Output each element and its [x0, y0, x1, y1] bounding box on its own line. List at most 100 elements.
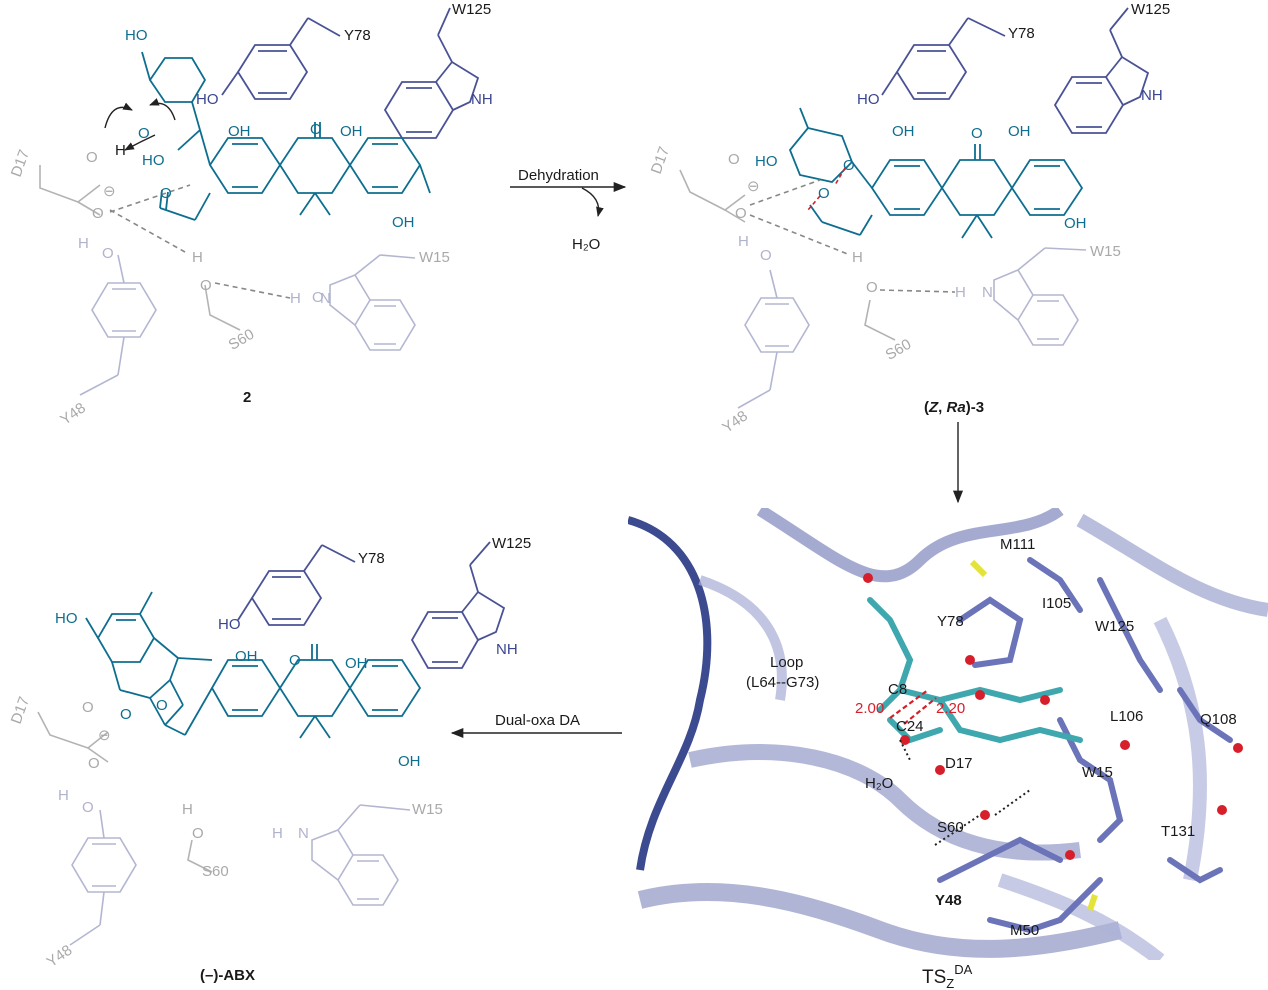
residue-label: Y48 — [44, 942, 76, 971]
anthrone-core — [788, 107, 1084, 239]
byproduct-arrow — [581, 187, 604, 217]
atom-label: OH — [345, 655, 368, 672]
residue-label: D17 — [648, 144, 673, 176]
abx-core — [85, 591, 422, 739]
atom-label: H — [58, 787, 69, 804]
atom-label: O — [200, 277, 212, 294]
atom-label: HO — [196, 91, 219, 108]
residue-d17-s60-structure — [679, 169, 896, 341]
atom-label: HO — [218, 616, 241, 633]
atom-label: H — [78, 235, 89, 252]
atom-label: OH — [340, 123, 363, 140]
atom-label: HO — [142, 152, 165, 169]
atom-label: O — [102, 245, 114, 262]
charge-label: ⊖ — [747, 178, 760, 195]
residue-w15-structure — [311, 804, 411, 906]
residue-w15-structure — [993, 247, 1087, 346]
residue-label: Y78 — [358, 550, 385, 567]
atom-label: O — [120, 706, 132, 723]
atom-label: H — [192, 249, 203, 266]
atom-label: O — [88, 755, 100, 772]
atom-label: OH — [1008, 123, 1031, 140]
hydrogen-bonds — [749, 179, 956, 293]
atom-label: O — [843, 157, 855, 174]
residue-label: Y48 — [935, 892, 962, 909]
atom-label: N — [982, 284, 993, 301]
atom-label: OH — [892, 123, 915, 140]
residue-label: S60 — [202, 863, 229, 880]
atom-label: O — [866, 279, 878, 296]
residue-w125-structure — [410, 541, 506, 669]
residue-y78-structure — [881, 17, 1006, 100]
residue-label: S60 — [937, 819, 964, 836]
atom-label: O — [160, 185, 172, 202]
atom-label: O — [289, 652, 301, 669]
residue-label: Q108 — [1200, 711, 1237, 728]
atom-label: O — [312, 289, 324, 306]
atom-label: O — [760, 247, 772, 264]
residue-label: Y48 — [57, 399, 89, 428]
residue-y48-structure — [79, 254, 157, 396]
residue-label: W125 — [1131, 1, 1170, 18]
atom-label: OH — [398, 753, 421, 770]
abx-label: (–)-ABX — [200, 967, 255, 984]
residue-label: Y78 — [937, 613, 964, 630]
loop-range-label: (L64--G73) — [746, 674, 819, 691]
atom-label: HO — [55, 610, 78, 627]
atom-label-c24: C24 — [896, 718, 924, 735]
atom-label: H — [955, 284, 966, 301]
residue-label: W15 — [412, 801, 443, 818]
ts-label: TSZDA — [922, 962, 973, 990]
atom-label: O — [728, 151, 740, 168]
charge-label: ⊖ — [103, 183, 116, 200]
atom-label: H — [182, 801, 193, 818]
dehydration-arrow-group: Dehydration H₂O — [510, 167, 627, 253]
atom-label: O — [310, 121, 322, 138]
atom-label: O — [86, 149, 98, 166]
residue-label: D17 — [8, 147, 33, 179]
atom-label: O — [192, 825, 204, 842]
distance-label: 2.00 — [855, 700, 884, 717]
curly-arrows — [104, 98, 176, 151]
distance-label: 2.20 — [936, 700, 965, 717]
residue-label: W15 — [1082, 764, 1113, 781]
residue-y48-structure — [737, 269, 810, 409]
atom-label: O — [818, 185, 830, 202]
residue-d17-s60-structure — [37, 711, 213, 873]
atom-label: O — [735, 205, 747, 222]
atom-label: N — [320, 290, 331, 307]
charge-label: ⊖ — [98, 727, 111, 744]
residue-label: M111 — [1000, 536, 1035, 553]
compound-2-label: 2 — [243, 389, 251, 406]
residue-label: I105 — [1042, 595, 1071, 612]
residue-label: Y48 — [719, 407, 751, 436]
compound-3-label: (Z, Ra)-3 — [924, 399, 984, 416]
anthrone-core — [141, 51, 431, 221]
abx-product-panel: HO HO OH O OH OH O O O O H O H O H N NH … — [8, 535, 531, 984]
residue-label: W125 — [1095, 618, 1134, 635]
atom-label: N — [298, 825, 309, 842]
atom-label-c8: C8 — [888, 681, 907, 698]
atom-label: HO — [857, 91, 880, 108]
atom-label: OH — [392, 214, 415, 231]
atom-label: OH — [1064, 215, 1087, 232]
atom-label: O — [92, 205, 104, 222]
dual-oxa-label: Dual-oxa DA — [495, 712, 580, 729]
atom-label: O — [156, 697, 168, 714]
atom-label: NH — [1141, 87, 1163, 104]
residue-label: S60 — [883, 336, 915, 364]
compound-2-panel: HO HO OH O OH OH O H O O HO O O H O H O … — [8, 1, 493, 429]
atom-label: HO — [125, 27, 148, 44]
hydrogen-bonds — [109, 184, 291, 299]
atom-label: O — [971, 125, 983, 142]
residue-y48-structure — [69, 809, 137, 946]
atom-label: HO — [755, 153, 778, 170]
atom-label: H — [272, 825, 283, 842]
dual-oxa-arrow-group: Dual-oxa DA — [450, 712, 622, 739]
residue-w15-structure — [329, 254, 416, 351]
residue-label: S60 — [226, 326, 258, 354]
atom-label: H — [290, 290, 301, 307]
residue-w125-structure — [1053, 7, 1150, 134]
residue-label: W125 — [492, 535, 531, 552]
